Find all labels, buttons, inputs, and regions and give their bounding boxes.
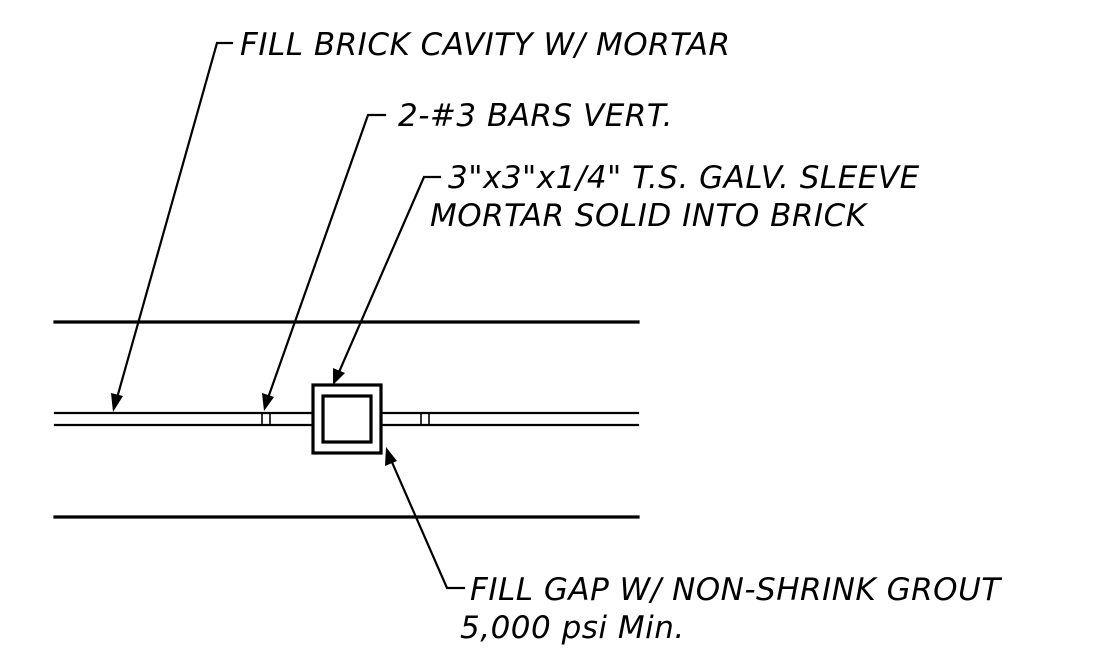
sleeve-inner bbox=[321, 394, 373, 444]
leader-grout bbox=[385, 447, 466, 590]
leader-bars bbox=[262, 113, 387, 411]
note-sleeve-line2: MORTAR SOLID INTO BRICK bbox=[430, 198, 869, 234]
leader-sleeve bbox=[333, 175, 442, 385]
vertical-bar-right bbox=[420, 412, 430, 426]
leader-fill-cavity bbox=[111, 41, 234, 412]
note-grout-line1: FILL GAP W/ NON-SHRINK GROUT bbox=[470, 572, 1002, 608]
note-fill-cavity: FILL BRICK CAVITY W/ MORTAR bbox=[240, 27, 731, 63]
note-sleeve-line1: 3"x3"x1/4" T.S. GALV. SLEEVE bbox=[448, 160, 920, 196]
note-grout-line2: 5,000 psi Min. bbox=[460, 610, 685, 646]
note-bars: 2-#3 BARS VERT. bbox=[398, 98, 673, 134]
vertical-bar-left bbox=[261, 412, 271, 426]
sleeve-outer bbox=[311, 383, 383, 455]
